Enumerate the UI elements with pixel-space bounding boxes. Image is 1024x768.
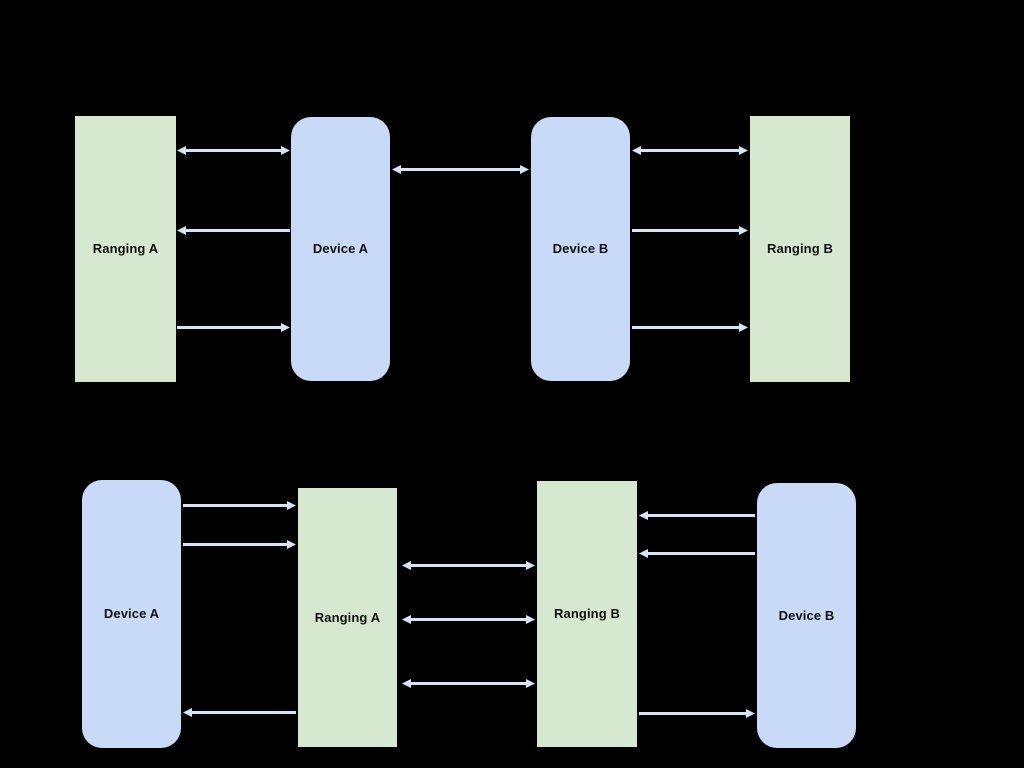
arrow-top-device-b-to-top-ranging-b (632, 144, 748, 157)
node-label: Ranging A (92, 241, 159, 257)
arrow-bot-ranging-a-to-bot-ranging-b (402, 613, 535, 626)
node-label: Device B (552, 241, 609, 257)
arrow-bot-ranging-a-to-bot-device-a (183, 706, 296, 719)
node-top-ranging-b[interactable]: Ranging B (750, 116, 850, 382)
node-bot-ranging-b[interactable]: Ranging B (537, 481, 637, 747)
node-top-ranging-a[interactable]: Ranging A (75, 116, 176, 382)
node-top-device-b[interactable]: Device B (531, 117, 630, 381)
node-bot-device-b[interactable]: Device B (757, 483, 856, 748)
arrow-bot-device-b-to-bot-ranging-b (639, 509, 755, 522)
node-top-device-a[interactable]: Device A (291, 117, 390, 381)
arrow-bot-ranging-a-to-bot-ranging-b (402, 677, 535, 690)
arrow-bot-ranging-a-to-bot-ranging-b (402, 559, 535, 572)
node-label: Device A (103, 606, 160, 622)
node-label: Device A (312, 241, 369, 257)
arrow-bot-device-b-to-bot-ranging-b (639, 547, 755, 560)
arrow-top-ranging-a-to-top-device-a (177, 321, 290, 334)
node-label: Ranging A (314, 609, 381, 625)
node-label: Ranging B (767, 241, 833, 257)
node-label: Ranging B (554, 606, 620, 622)
arrow-top-device-b-to-top-ranging-b (632, 321, 748, 334)
node-label: Device B (778, 607, 835, 623)
arrow-bot-ranging-b-to-bot-device-b (639, 707, 755, 720)
node-bot-device-a[interactable]: Device A (82, 480, 181, 748)
arrow-top-device-a-to-top-device-b (392, 163, 529, 176)
node-bot-ranging-a[interactable]: Ranging A (298, 488, 397, 747)
arrow-top-device-b-to-top-ranging-b (632, 224, 748, 237)
arrow-bot-device-a-to-bot-ranging-a (183, 538, 296, 551)
arrow-top-device-a-to-top-ranging-a (177, 224, 290, 237)
arrow-top-ranging-a-to-top-device-a (177, 144, 290, 157)
arrow-bot-device-a-to-bot-ranging-a (183, 499, 296, 512)
